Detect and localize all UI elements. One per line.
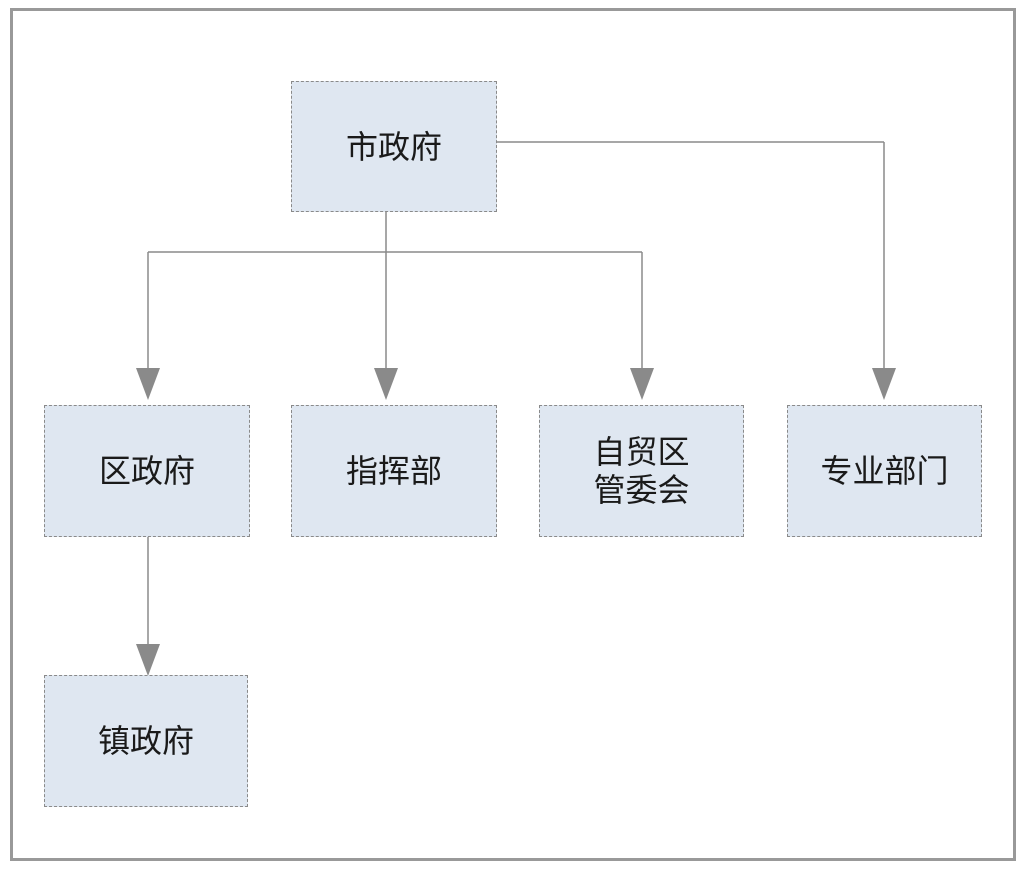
node-label: 市政府 — [345, 127, 442, 166]
node-district-government: 区政府 — [44, 405, 250, 537]
node-ftz-committee: 自贸区 管委会 — [539, 405, 744, 537]
node-specialized-departments: 专业部门 — [787, 405, 982, 537]
node-label: 区政府 — [98, 452, 195, 490]
node-label-line2: 管委会 — [593, 471, 690, 509]
node-label-line1: 自贸区 — [593, 433, 690, 471]
node-town-government: 镇政府 — [44, 675, 248, 807]
arrowhead-town — [136, 644, 160, 676]
node-label: 镇政府 — [97, 722, 194, 760]
arrowhead-departments — [872, 368, 896, 400]
node-label: 专业部门 — [820, 452, 949, 490]
arrowhead-district — [136, 368, 160, 400]
node-label: 指挥部 — [345, 452, 442, 490]
node-command-headquarters: 指挥部 — [291, 405, 497, 537]
node-city-government: 市政府 — [291, 81, 497, 212]
arrowhead-ftz — [630, 368, 654, 400]
arrowhead-command — [374, 368, 398, 400]
